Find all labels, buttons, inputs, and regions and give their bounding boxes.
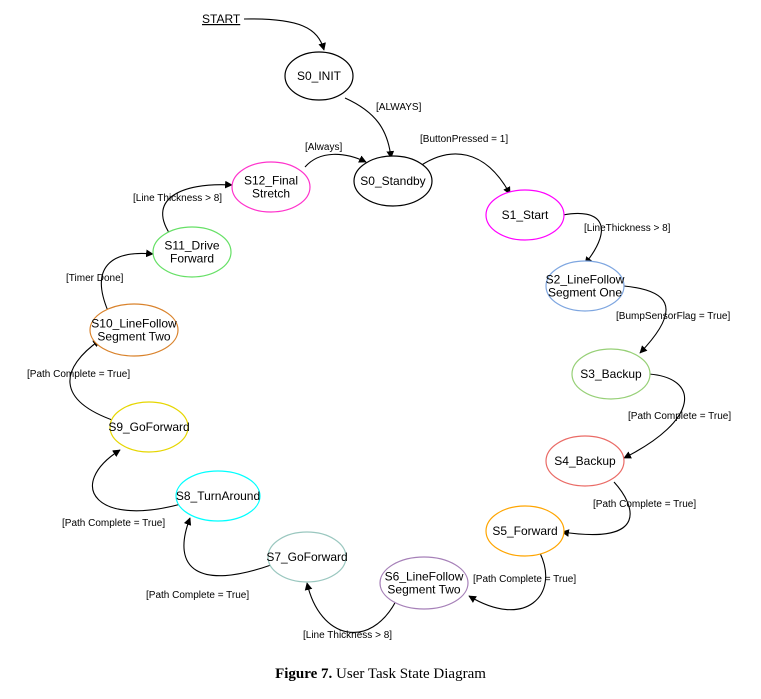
edge-s5-s6 (468, 552, 547, 611)
state-label-line: S1_Start (502, 208, 549, 222)
edge-s11-s12 (162, 180, 233, 238)
edge-label-s9-s10: [Path Complete = True] (27, 369, 130, 380)
state-s8-turnaround[interactable]: S8_TurnAround (175, 470, 261, 522)
state-label-line: S12_Final (244, 174, 298, 188)
edge-label-s12-standby: [Always] (305, 142, 342, 153)
state-label: S9_GoForward (108, 420, 189, 434)
figure-caption-text: User Task State Diagram (332, 666, 486, 682)
state-label-line: S11_Drive (164, 239, 219, 253)
state-label-line: Segment Two (387, 583, 460, 597)
state-ellipse (545, 260, 625, 312)
start-label: START (202, 12, 241, 26)
state-s9-goforward[interactable]: S9_GoForward (108, 401, 190, 453)
state-s0-init[interactable]: S0_INIT (284, 51, 354, 101)
state-label: S8_TurnAround (176, 489, 260, 503)
state-label-line: S3_Backup (580, 367, 642, 381)
state-label: S1_Start (502, 208, 549, 222)
edge-label-s5-s6: [Path Complete = True] (473, 574, 576, 585)
edge-label-s6-s7: [Line Thickness > 8] (303, 630, 392, 641)
edge-s4-s5 (561, 481, 631, 537)
state-s0-standby[interactable]: S0_Standby (353, 155, 433, 207)
state-ellipse (284, 51, 354, 101)
state-s5-forward[interactable]: S5_Forward (485, 505, 565, 557)
state-label-line: S7_GoForward (266, 550, 347, 564)
edge-labels: [ALWAYS] [ButtonPressed = 1] [LineThickn… (27, 102, 731, 641)
state-label: S5_Forward (492, 524, 557, 538)
edge-label-standby-s1: [ButtonPressed = 1] (420, 134, 508, 145)
state-ellipse (89, 303, 179, 357)
state-s1-start[interactable]: S1_Start (485, 189, 565, 241)
state-s7-goforward[interactable]: S7_GoForward (266, 531, 348, 583)
figure-caption: Figure 7. User Task State Diagram (0, 666, 761, 683)
edge-label-s2-s3: [BumpSensorFlag = True] (616, 311, 730, 322)
state-ellipse (545, 435, 625, 487)
edge-label-s8-s9: [Path Complete = True] (62, 518, 165, 529)
state-ellipse (353, 155, 433, 207)
state-label-line: S9_GoForward (108, 420, 189, 434)
edge-s3-s4 (623, 373, 686, 459)
state-label: S4_Backup (554, 454, 616, 468)
edge-init-standby (344, 97, 395, 159)
edge-s9-s10 (69, 339, 116, 422)
state-label-line: S4_Backup (554, 454, 616, 468)
edge-s2-s3 (623, 285, 667, 354)
figure-number: Figure 7. (275, 666, 333, 682)
state-ellipse (231, 161, 311, 213)
state-ellipse (571, 348, 651, 400)
state-label-line: S6_LineFollow (385, 570, 464, 584)
state-ellipse (267, 531, 347, 583)
state-ellipse (175, 470, 261, 522)
state-ellipse (152, 226, 232, 278)
state-label-line: Segment One (548, 286, 622, 300)
edge-s1-s2 (562, 213, 602, 265)
state-label-line: S2_LineFollow (546, 273, 625, 287)
state-ellipse (379, 556, 469, 610)
states: S0_INIT S0_Standby S1_Start S2_LineFollo… (89, 51, 651, 610)
edge-label-init-standby: [ALWAYS] (376, 102, 422, 113)
state-label: S7_GoForward (266, 550, 347, 564)
edge-standby-s1 (419, 153, 511, 195)
edge-label-s10-s11: [Timer Done] (66, 273, 124, 284)
state-label-line: S8_TurnAround (176, 489, 260, 503)
edge-label-s1-s2: [LineThickness > 8] (584, 223, 671, 234)
state-label-line: S0_Standby (360, 174, 425, 188)
state-label-line: S10_LineFollow (91, 317, 177, 331)
edge-s10-s11 (100, 249, 154, 312)
state-label: S0_Standby (360, 174, 425, 188)
state-label: S3_Backup (580, 367, 642, 381)
edges (69, 18, 686, 633)
state-ellipse (109, 401, 189, 453)
state-ellipse (485, 505, 565, 557)
state-s3-backup[interactable]: S3_Backup (571, 348, 651, 400)
state-label: S0_INIT (297, 69, 342, 83)
edge-label-s11-s12: [Line Thickness > 8] (133, 193, 222, 204)
state-ellipse (485, 189, 565, 241)
edge-s6-s7 (304, 582, 397, 633)
state-label-line: Forward (170, 252, 214, 266)
state-s4-backup[interactable]: S4_Backup (545, 435, 625, 487)
edge-label-s4-s5: [Path Complete = True] (593, 499, 696, 510)
edge-s8-s9 (91, 449, 189, 512)
edge-start-init (243, 18, 326, 51)
state-label-line: Stretch (252, 187, 290, 201)
edge-label-s3-s4: [Path Complete = True] (628, 411, 731, 422)
state-label-line: S5_Forward (492, 524, 557, 538)
edge-label-s7-s8: [Path Complete = True] (146, 590, 249, 601)
state-label-line: S0_INIT (297, 69, 342, 83)
edge-s12-standby (304, 153, 367, 168)
state-label-line: Segment Two (97, 330, 170, 344)
edge-s7-s8 (183, 517, 272, 577)
